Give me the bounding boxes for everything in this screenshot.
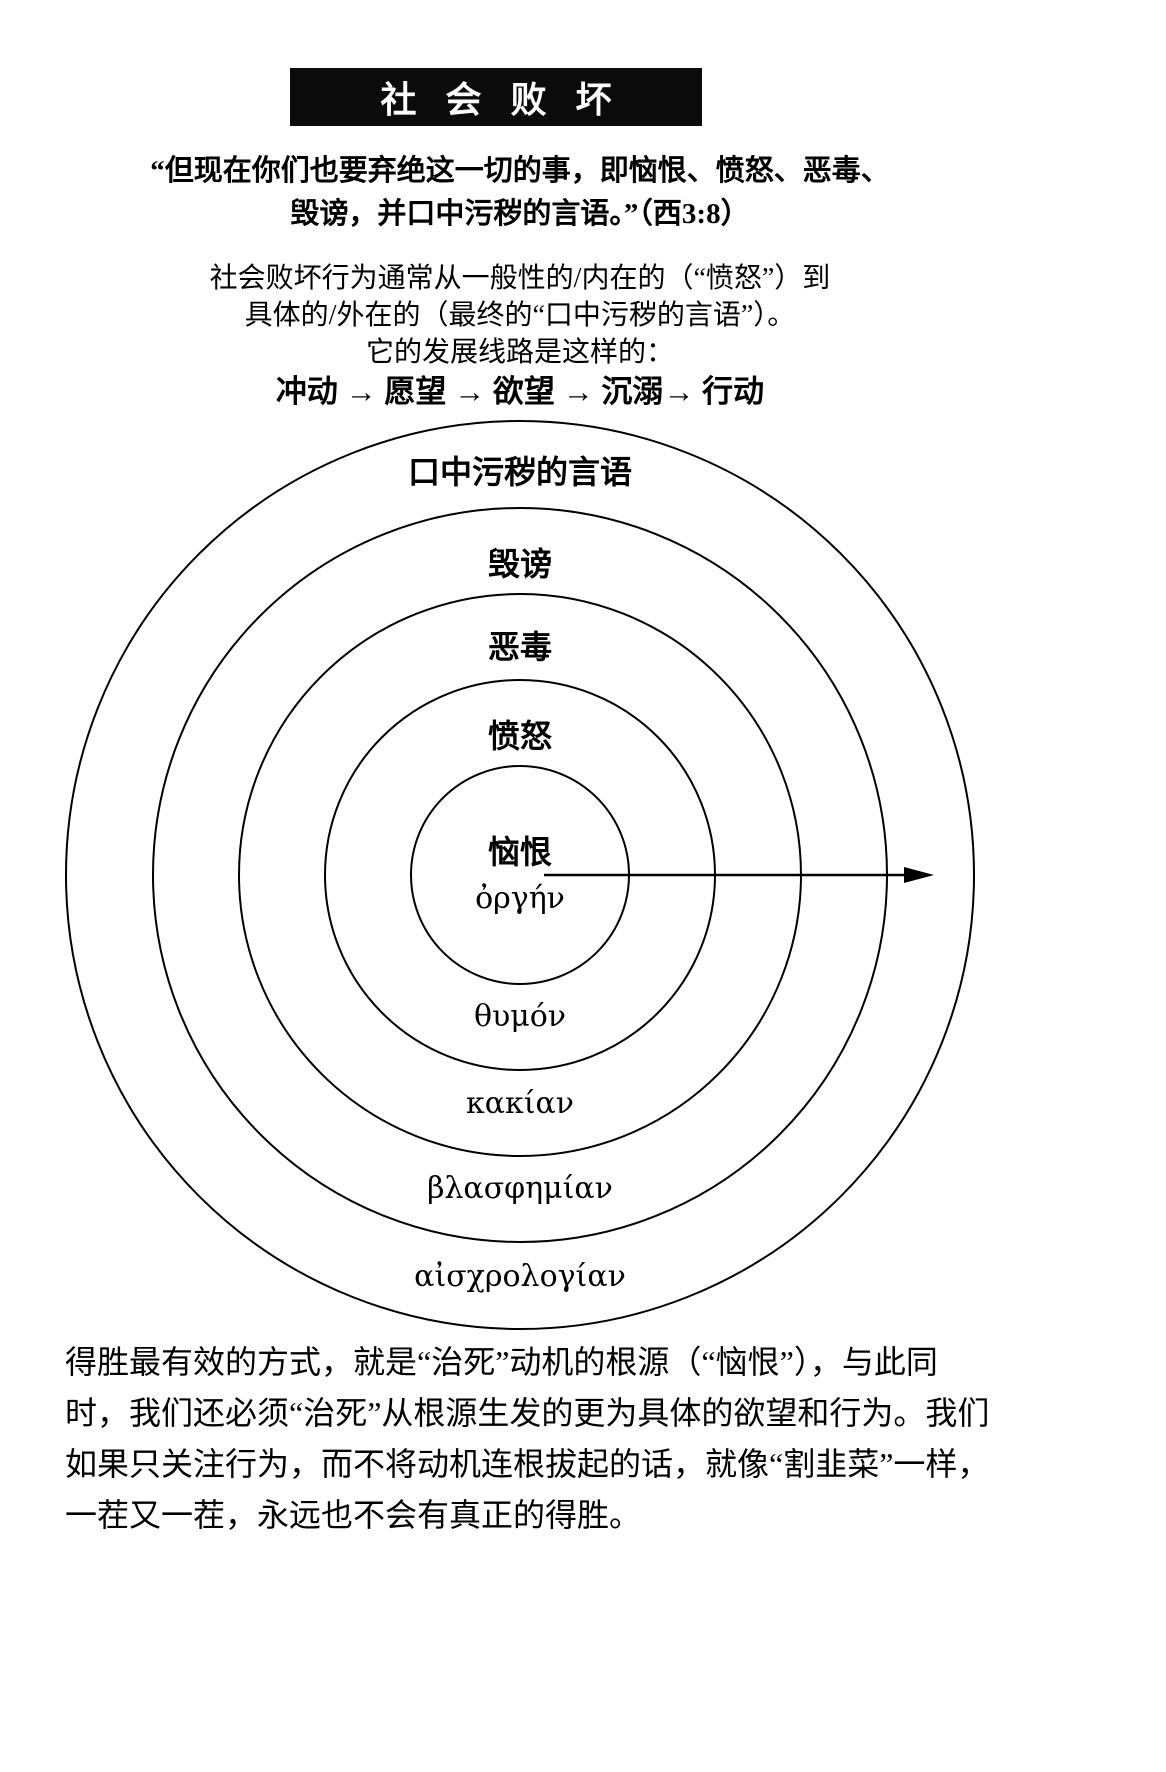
ring-label-zh-malice: 恶毒 — [487, 629, 553, 665]
intro-line-2: 具体的/外在的（最终的“口中污秽的言语”）。 — [244, 300, 796, 331]
intro-text: 社会败坏行为通常从一般性的/内在的（“愤怒”）到 具体的/外在的（最终的“口中污… — [0, 260, 1040, 371]
circle-ring-3 — [238, 593, 802, 1157]
ring-label-greek-thymon: θυμόν — [473, 999, 567, 1034]
closing-paragraph: 得胜最有效的方式，就是“治死”动机的根源（“恼恨”），与此同 时，我们还必须“治… — [65, 1337, 1125, 1541]
ring-label-greek-aischrologian: αἰσχρολογίαν — [414, 1259, 626, 1294]
ring-label-zh-rage: 愤怒 — [487, 718, 553, 754]
page-title: 社 会 败 坏 — [380, 80, 622, 120]
ring-label-greek-orgen: ὀργήν — [475, 881, 565, 916]
ring-label-greek-blasphemian: βλασφημίαν — [427, 1171, 613, 1206]
title-banner: 社 会 败 坏 — [290, 68, 702, 126]
intro-line-1: 社会败坏行为通常从一般性的/内在的（“愤怒”）到 — [209, 263, 831, 294]
circle-ring-1-inner — [410, 765, 630, 985]
circle-ring-2 — [324, 679, 716, 1071]
intro-line-3: 它的发展线路是这样的： — [365, 337, 674, 368]
circle-ring-5-outer — [65, 420, 975, 1330]
ring-label-zh-slander: 毁谤 — [487, 546, 553, 582]
circle-ring-4 — [152, 507, 888, 1243]
outward-arrow — [544, 867, 934, 883]
closing-line-1: 得胜最有效的方式，就是“治死”动机的根源（“恼恨”），与此同 — [65, 1344, 938, 1380]
ring-label-zh-filthy-language: 口中污秽的言语 — [407, 454, 633, 490]
scripture-quote: “但现在你们也要弃绝这一切的事，即恼恨、愤怒、恶毒、 毁谤，并口中污秽的言语。”… — [0, 150, 1040, 236]
quote-line-1: “但现在你们也要弃绝这一切的事，即恼恨、愤怒、恶毒、 — [150, 155, 890, 187]
closing-line-4: 一茬又一茬，永远也不会有真正的得胜。 — [65, 1497, 642, 1533]
ring-label-greek-kakian: κακίαν — [465, 1086, 575, 1121]
closing-line-2: 时，我们还必须“治死”从根源生发的更为具体的欲望和行为。我们 — [65, 1395, 990, 1431]
quote-line-2: 毁谤，并口中污秽的言语。”（西3:8） — [290, 198, 750, 230]
progression-sequence: 冲动 → 愿望 → 欲望 → 沉溺→ 行动 — [275, 374, 765, 409]
ring-label-zh-anger: 恼恨 — [487, 834, 553, 870]
closing-line-3: 如果只关注行为，而不将动机连根拔起的话，就像“割韭菜”一样， — [65, 1446, 990, 1482]
